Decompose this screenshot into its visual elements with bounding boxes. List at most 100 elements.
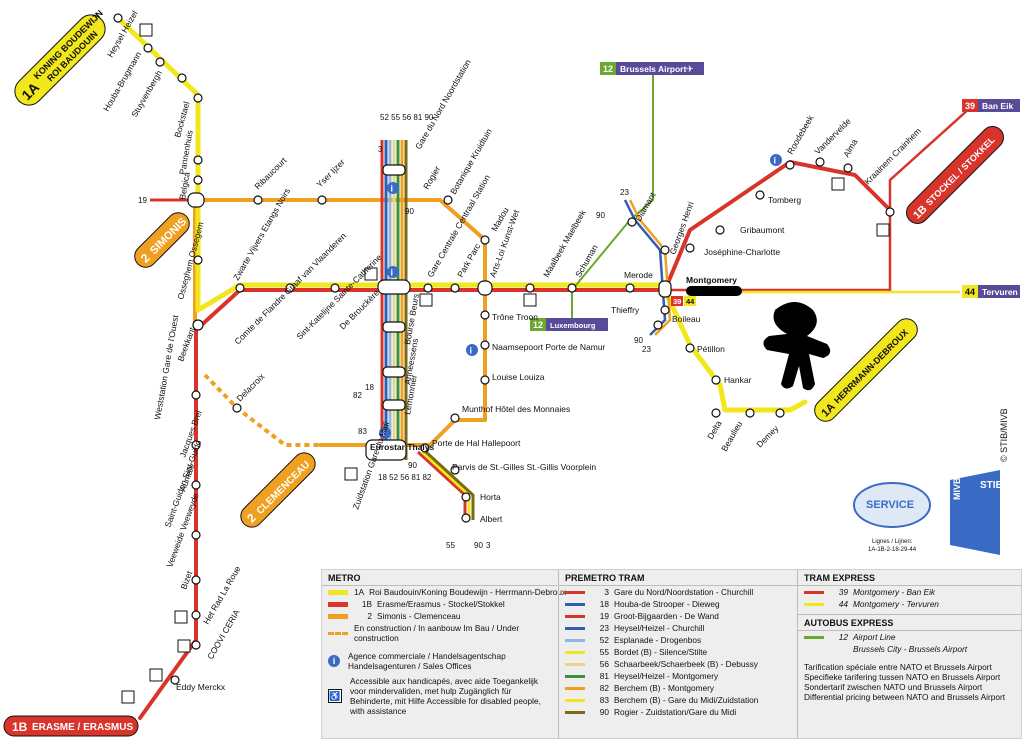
svg-text:i: i (391, 184, 394, 194)
badge-ban-eik: 39 Ban Eik (962, 99, 1020, 112)
svg-text:90: 90 (474, 541, 483, 550)
svg-text:MIVB: MIVB (952, 477, 962, 500)
badge-montgomery-express: 39 44 (671, 296, 696, 306)
svg-text:Beekkant: Beekkant (175, 325, 197, 362)
stib-logo: STIB MIVB (950, 470, 1003, 555)
svg-text:Trône Troon: Trône Troon (492, 312, 538, 322)
svg-text:44: 44 (965, 287, 975, 297)
svg-text:3: 3 (486, 541, 491, 550)
svg-text:Porte de Hal Hallepoort: Porte de Hal Hallepoort (432, 438, 521, 448)
ink-figure (763, 302, 831, 391)
svg-text:18: 18 (365, 383, 374, 392)
badge-luxembourg: 12 Luxembourg (530, 318, 608, 331)
svg-text:19: 19 (138, 196, 147, 205)
svg-text:Diamant: Diamant (633, 190, 658, 223)
svg-text:HERRMANN-DEBROUX: HERRMANN-DEBROUX (832, 327, 910, 405)
info-icon: i (328, 655, 340, 667)
wheelchair-icon: ♿ (328, 689, 342, 703)
svg-text:Lignes / Lijnen:: Lignes / Lijnen: (872, 539, 913, 545)
svg-text:i: i (383, 429, 386, 439)
svg-text:90: 90 (408, 461, 417, 470)
svg-text:3: 3 (378, 145, 383, 154)
badge-erasme: 1B ERASME / ERASMUS (3, 715, 139, 737)
svg-text:Pétillon: Pétillon (697, 344, 725, 354)
svg-text:Thieffry: Thieffry (611, 305, 640, 315)
svg-text:Yser Ijzer: Yser Ijzer (314, 157, 347, 190)
svg-text:Naamsepoort Porte de Namur: Naamsepoort Porte de Namur (492, 342, 606, 352)
legend-row: Brussels City - Brussels Airport (853, 644, 968, 654)
legend-row: ♿Accessible aux handicapés, avec aide To… (328, 676, 541, 716)
svg-text:Zuidstation Gare du Midi: Zuidstation Gare du Midi (350, 420, 391, 511)
svg-text:Louise Louiza: Louise Louiza (492, 372, 545, 382)
svg-text:✈: ✈ (686, 64, 694, 74)
svg-text:Albert: Albert (480, 514, 503, 524)
badge-brussels-airport: 12 Brussels Airport ✈ (600, 62, 704, 75)
svg-text:1A-1B-2-18-29-44: 1A-1B-2-18-29-44 (868, 547, 917, 553)
svg-text:Joséphine-Charlotte: Joséphine-Charlotte (704, 247, 780, 257)
svg-text:Gribaumont: Gribaumont (740, 225, 785, 235)
svg-text:Boileau: Boileau (672, 314, 701, 324)
svg-text:18 52 56 81 82: 18 52 56 81 82 (378, 473, 432, 482)
svg-text:Eurostar Thalys: Eurostar Thalys (370, 442, 435, 452)
wheelchair-icon (121, 23, 890, 704)
svg-text:Demey: Demey (754, 423, 781, 450)
legend-metro-title: METRO (322, 570, 557, 586)
svg-text:12: 12 (603, 64, 613, 74)
svg-text:Montgomery: Montgomery (686, 275, 737, 285)
svg-text:90: 90 (634, 336, 643, 345)
svg-text:SERVICE: SERVICE (866, 499, 914, 511)
badge-herrmann-debroux: 1A HERRMANN-DEBROUX (814, 318, 918, 422)
badge-simonis: 2 SIMONIS (134, 212, 190, 268)
svg-text:Luxembourg: Luxembourg (550, 321, 596, 330)
svg-text:52 55 56 81 90: 52 55 56 81 90 (380, 113, 434, 122)
svg-text:Belgica: Belgica (177, 171, 192, 200)
ink-blot (686, 286, 742, 296)
badge-koning-boudewijn: 1A KONING BOUDEWIJN ROI BAUDOUIN (14, 8, 106, 106)
legend-autobus-express-title: AUTOBUS EXPRESS (798, 614, 1022, 631)
svg-text:Gare du Nord Noordstation: Gare du Nord Noordstation (413, 57, 473, 151)
svg-text:Ban Eik: Ban Eik (982, 101, 1013, 111)
svg-text:82: 82 (353, 391, 362, 400)
svg-text:i: i (470, 346, 473, 356)
line-under-construction (203, 373, 318, 447)
svg-text:Alma: Alma (841, 137, 859, 159)
badge-clemenceau: 2 CLEMENCEAU (240, 452, 316, 528)
svg-text:83: 83 (358, 427, 367, 436)
svg-text:Parvis de St.-Gilles St.-Gilli: Parvis de St.-Gilles St.-Gillis Voorplei… (452, 462, 596, 472)
svg-text:Eddy Merckx: Eddy Merckx (176, 682, 226, 692)
svg-text:CLEMENCEAU: CLEMENCEAU (255, 459, 313, 517)
legend-row: En construction / In aanbouw Im Bau / Un… (322, 622, 534, 644)
svg-text:Delacroix: Delacroix (234, 371, 267, 404)
svg-text:90: 90 (405, 207, 414, 216)
svg-text:Tomberg: Tomberg (768, 195, 801, 205)
svg-text:Horta: Horta (480, 492, 501, 502)
svg-text:STOCKEL / STOKKEL: STOCKEL / STOKKEL (924, 134, 997, 207)
svg-text:Park Parc: Park Parc (455, 241, 483, 279)
svg-text:Tervuren: Tervuren (982, 287, 1018, 297)
svg-text:Ribaucourt: Ribaucourt (252, 155, 289, 192)
svg-text:Weststation Gare de l'Ouest: Weststation Gare de l'Ouest (152, 314, 180, 421)
svg-text:23: 23 (642, 345, 651, 354)
station-dots (113, 13, 895, 685)
route-numbers: 52 55 56 81 90 3 90 19 23 90 90 23 82 18… (138, 113, 651, 550)
svg-text:12: 12 (533, 320, 543, 330)
